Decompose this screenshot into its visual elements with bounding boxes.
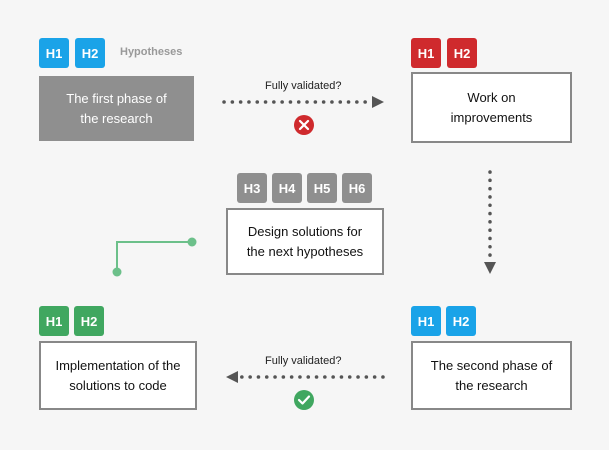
label-fully-validated-top: Fully validated? bbox=[265, 80, 342, 92]
legend-hypotheses: Hypotheses bbox=[120, 46, 183, 58]
box-second-phase-line1: The second phase of bbox=[430, 357, 553, 373]
box-first-phase: The first phase of the research bbox=[39, 76, 194, 141]
box-implementation-line2: solutions to code bbox=[69, 377, 167, 393]
box-design-line2: the next hypotheses bbox=[246, 243, 364, 259]
tag-h1: H1 bbox=[39, 306, 69, 336]
tag-h4: H4 bbox=[272, 173, 302, 203]
tag-h1: H1 bbox=[411, 38, 441, 68]
tag-h2: H2 bbox=[74, 306, 104, 336]
tag-h6: H6 bbox=[342, 173, 372, 203]
label-fully-validated-bottom: Fully validated? bbox=[265, 355, 342, 367]
box-design-line1: Design solutions for bbox=[247, 223, 363, 239]
box-second-phase-line2: the research bbox=[455, 377, 528, 393]
box-first-phase-line2: the research bbox=[80, 110, 153, 126]
check-circle-icon bbox=[294, 390, 314, 410]
tag-h2: H2 bbox=[75, 38, 105, 68]
box-work-line1: Work on bbox=[467, 89, 516, 105]
box-design-solutions: Design solutions for the next hypotheses bbox=[226, 208, 384, 275]
box-second-phase: The second phase of the research bbox=[411, 341, 572, 410]
tag-h1: H1 bbox=[411, 306, 441, 336]
box-first-phase-line1: The first phase of bbox=[66, 90, 167, 106]
tag-h5: H5 bbox=[307, 173, 337, 203]
tag-h3: H3 bbox=[237, 173, 267, 203]
tag-h2: H2 bbox=[447, 38, 477, 68]
green-connector bbox=[112, 237, 197, 277]
arrow-bottom bbox=[226, 371, 385, 383]
box-implementation-line1: Implementation of the bbox=[55, 357, 181, 373]
tag-h2: H2 bbox=[446, 306, 476, 336]
box-work-on-improvements: Work on improvements bbox=[411, 72, 572, 143]
box-implementation: Implementation of the solutions to code bbox=[39, 341, 197, 410]
tag-h1: H1 bbox=[39, 38, 69, 68]
arrow-right-vertical bbox=[484, 170, 496, 274]
box-work-line2: improvements bbox=[450, 109, 533, 125]
arrow-top bbox=[222, 96, 384, 108]
cross-circle-icon bbox=[294, 115, 314, 135]
